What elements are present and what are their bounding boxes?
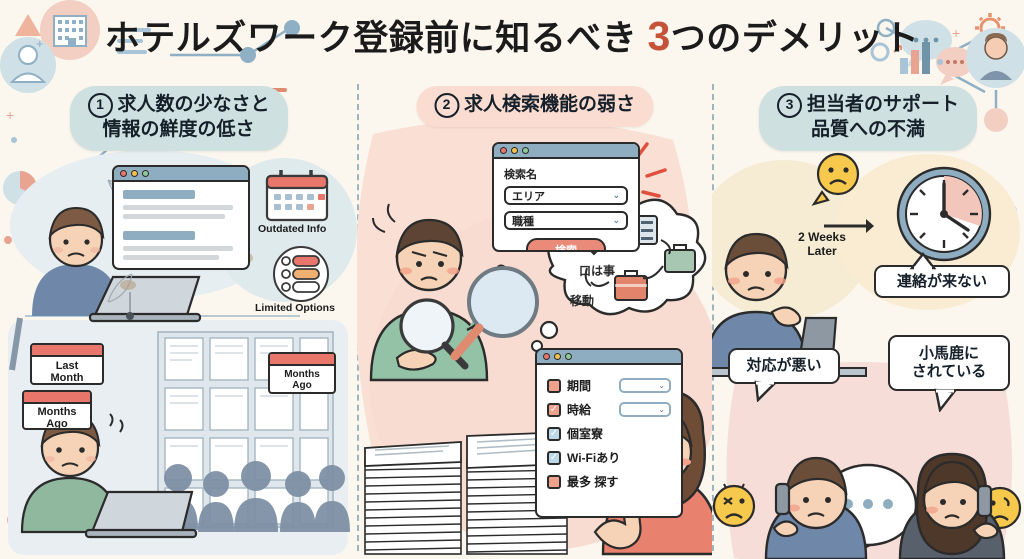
maximize-dot-icon[interactable]: [142, 170, 149, 177]
title-main-text: ホテルズワーク登録前に知るべき: [104, 19, 648, 58]
column-3: 2 Weeks Later 連絡が来ない 対応が悪い 小馬鹿に されている: [712, 80, 1024, 559]
job-search-window[interactable]: 検索名 エリア ⌄ 職種 ⌄ 検索: [492, 142, 640, 252]
calendar-months-ago-left: Months Ago: [22, 390, 92, 430]
filter-window[interactable]: 期間 ⌄ ✓ 時給 ⌄ ✓ 個室寮 ✓ Wi-Fiあり: [535, 348, 683, 518]
outdated-info-caption: Outdated Info: [258, 223, 327, 235]
close-dot-icon[interactable]: [120, 170, 127, 177]
chevron-down-icon: ⌄: [612, 215, 620, 225]
filter-row-search-more[interactable]: 最多 探す: [547, 473, 671, 490]
checkbox-private-dorm[interactable]: ✓: [547, 426, 561, 441]
column-1-number: 1: [87, 93, 113, 118]
column-2-number: 2: [433, 93, 459, 118]
calendar-months-ago-right-line1: Months: [284, 369, 320, 380]
calendar-months-ago-right: Months Ago: [268, 352, 336, 394]
close-dot-icon[interactable]: [500, 147, 507, 154]
column-2: 検索名 エリア ⌄ 職種 ⌄ 検索: [357, 80, 712, 559]
column-2-heading-line1: 求人検索機能の弱さ: [463, 94, 636, 115]
two-weeks-later-label: 2 Weeks Later: [798, 230, 846, 258]
search-window-titlebar: [494, 144, 638, 159]
filter-row-wage[interactable]: ✓ 時給 ⌄: [547, 401, 671, 418]
divider-2: [712, 84, 714, 551]
filter-row-private-dorm[interactable]: ✓ 個室寮: [547, 425, 671, 442]
minimize-dot-icon[interactable]: [511, 147, 518, 154]
area-select[interactable]: エリア ⌄: [504, 186, 628, 205]
filter-label-wage: 時給: [567, 403, 592, 417]
outdated-calendar-icon: [263, 168, 331, 222]
filter-label-private-dorm: 個室寮: [567, 427, 604, 441]
search-name-label: 検索名: [504, 169, 537, 181]
period-select[interactable]: ⌄: [619, 378, 671, 393]
thought-text-secondary: 移動: [570, 294, 595, 308]
filter-window-titlebar: [537, 350, 681, 365]
chevron-down-icon: ⌄: [612, 190, 620, 200]
minimize-dot-icon[interactable]: [131, 170, 138, 177]
calendar-last-month-line2: Month: [50, 372, 84, 385]
column-1-heading-line2: 情報の鮮度の低さ: [102, 119, 255, 140]
stale-listings-window[interactable]: [112, 165, 250, 270]
column-1-illustration: [8, 150, 357, 555]
column-1: Outdated Info Limited Options: [0, 80, 357, 559]
maximize-dot-icon[interactable]: [565, 353, 572, 360]
wait-label-line2: Later: [807, 244, 837, 259]
close-dot-icon[interactable]: [543, 353, 550, 360]
calendar-months-ago-left-line2: Ago: [46, 418, 68, 430]
calendar-months-ago-right-line2: Ago: [292, 380, 312, 391]
filter-label-period: 期間: [567, 379, 592, 393]
limited-options-icon: [272, 245, 330, 308]
checkbox-wage[interactable]: ✓: [547, 402, 561, 417]
bubble-no-contact-tail: [909, 252, 937, 270]
search-button[interactable]: 検索: [526, 238, 606, 250]
bubble-bad-support: 対応が悪い: [728, 348, 840, 384]
bubble-mocked-tail: [934, 388, 957, 412]
listing-placeholder-list: [114, 182, 248, 268]
bubble-no-contact: 連絡が来ない: [874, 265, 1010, 298]
job-type-select[interactable]: 職種 ⌄: [504, 211, 628, 230]
calendar-months-ago-left-line1: Months: [37, 406, 77, 418]
column-1-heading-line1: 求人数の少なさと: [117, 94, 270, 115]
filter-row-wifi[interactable]: ✓ Wi-Fiあり: [547, 449, 671, 466]
title-accent-number: 3: [647, 13, 671, 59]
limited-options-caption: Limited Options: [255, 302, 335, 314]
checkbox-wifi[interactable]: ✓: [547, 450, 561, 465]
job-type-select-value: 職種: [512, 215, 534, 228]
bubble-mocked-line2: されている: [911, 363, 987, 380]
bubble-mocked: 小馬鹿に されている: [888, 335, 1010, 391]
thought-text-primary: 口は事: [579, 264, 616, 278]
wage-select[interactable]: ⌄: [619, 402, 671, 417]
column-3-number: 3: [776, 93, 802, 118]
calendar-last-month: Last Month: [30, 343, 104, 385]
maximize-dot-icon[interactable]: [522, 147, 529, 154]
search-form: 検索名 エリア ⌄ 職種 ⌄ 検索: [494, 159, 638, 250]
checkbox-search-more[interactable]: [547, 474, 561, 489]
filter-list: 期間 ⌄ ✓ 時給 ⌄ ✓ 個室寮 ✓ Wi-Fiあり: [537, 365, 681, 490]
window-titlebar: [114, 167, 248, 182]
wait-label-line1: 2 Weeks: [798, 230, 846, 244]
title-tail-text: つのデメリット: [670, 19, 920, 58]
columns-container: Outdated Info Limited Options: [0, 80, 1024, 559]
filter-label-search-more: 最多 探す: [567, 475, 619, 489]
bubble-bad-support-tail: [754, 380, 777, 402]
area-select-value: エリア: [512, 190, 545, 203]
filter-row-period[interactable]: 期間 ⌄: [547, 377, 671, 394]
page-title: ホテルズワーク登録前に知るべき 3つのデメリット: [0, 13, 1024, 59]
filter-label-wifi: Wi-Fiあり: [567, 451, 621, 465]
checkbox-period[interactable]: [547, 378, 561, 393]
minimize-dot-icon[interactable]: [554, 353, 561, 360]
calendar-last-month-line1: Last: [55, 360, 79, 372]
column-3-heading-line1: 担当者のサポート: [806, 94, 960, 115]
column-3-illustration: [712, 152, 1022, 559]
column-3-heading-line2: 品質への不満: [810, 119, 926, 140]
bubble-mocked-line1: 小馬鹿に: [918, 345, 979, 362]
